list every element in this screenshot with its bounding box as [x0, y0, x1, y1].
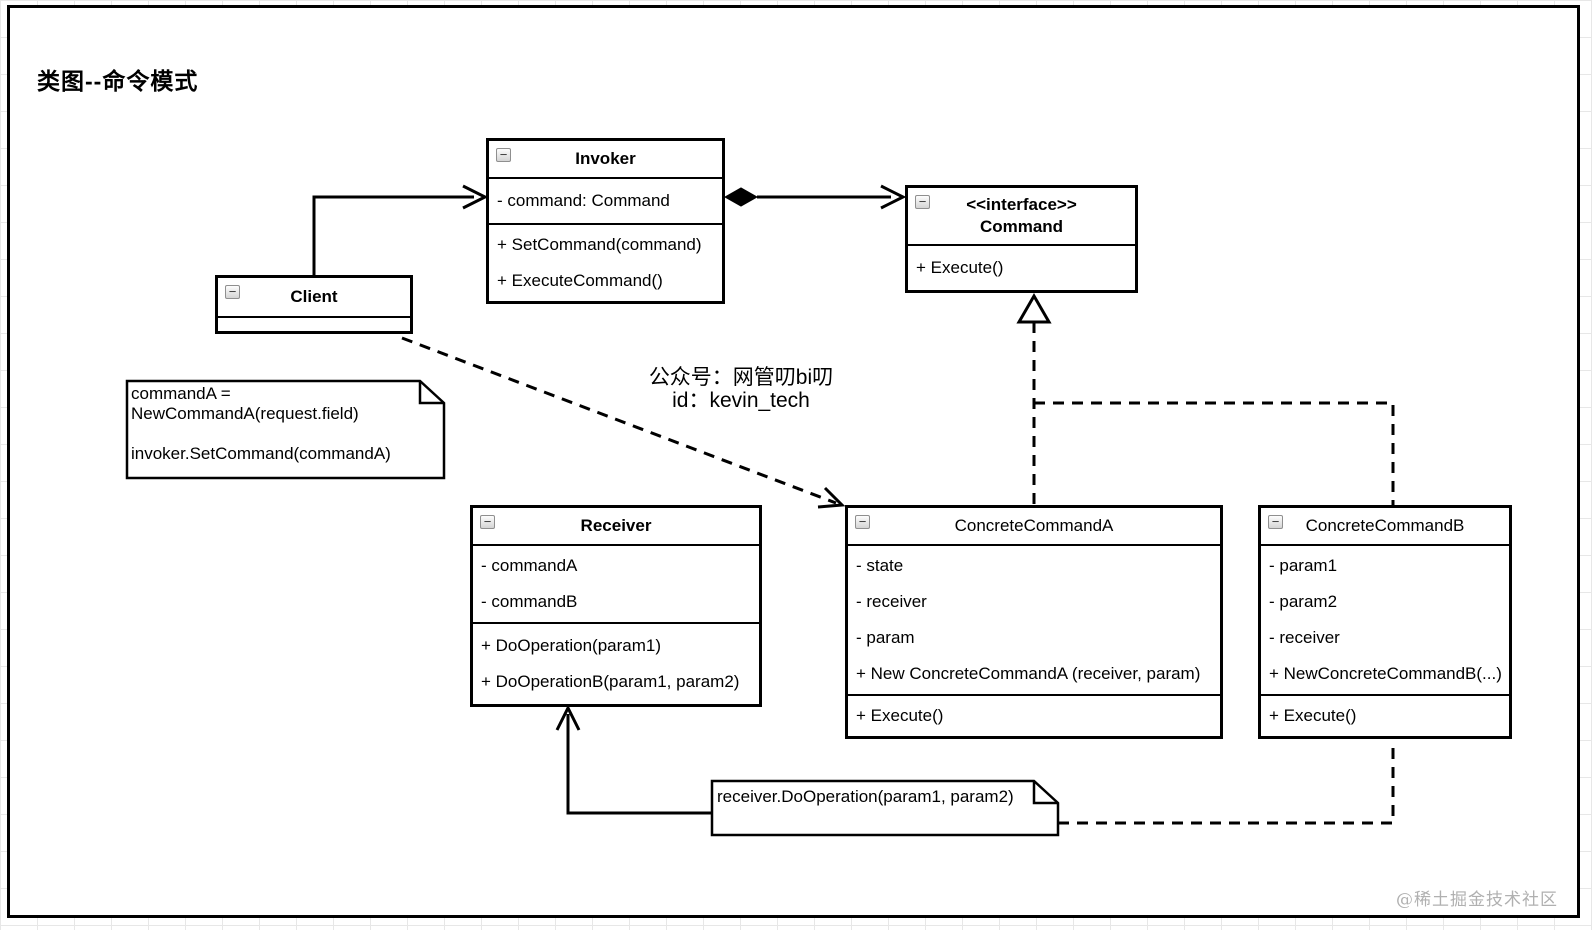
- class-name: Client: [290, 287, 338, 306]
- method-row: + Execute(): [856, 706, 944, 725]
- collapse-icon: −: [496, 148, 511, 162]
- note-line: NewCommandA(request.field): [131, 404, 359, 423]
- class-header-client: − Client: [218, 278, 410, 316]
- empty-compartment: [218, 316, 410, 331]
- class-header-invoker: − Invoker: [489, 141, 722, 177]
- method-row: + Execute(): [916, 258, 1004, 277]
- note-receiver-text: receiver.DoOperation(param1, param2): [717, 787, 1052, 807]
- method-row: + DoOperation(param1): [481, 636, 662, 655]
- attributes-section: - state - receiver - param + New Concret…: [848, 544, 1220, 694]
- class-stereotype: <<interface>>: [966, 195, 1077, 214]
- wechat-annotation: 公众号：网管叨bi叨 id：kevin_tech: [616, 366, 866, 412]
- attributes-section: - commandA - commandB: [473, 544, 759, 622]
- class-box-concretecommanda: − ConcreteCommandA - state - receiver - …: [845, 505, 1223, 739]
- class-box-concretecommandb: − ConcreteCommandB - param1 - param2 - r…: [1258, 505, 1512, 739]
- collapse-icon: −: [1268, 515, 1283, 529]
- attribute-row: - param2: [1269, 592, 1338, 611]
- note-client-text: commandA = NewCommandA(request.field) in…: [131, 384, 436, 464]
- method-row: + SetCommand(command): [497, 235, 702, 254]
- methods-section: + DoOperation(param1) + DoOperationB(par…: [473, 622, 759, 704]
- class-name: ConcreteCommandA: [954, 516, 1114, 535]
- methods-section: + Execute(): [908, 244, 1135, 290]
- annotation-line1: 公众号：网管叨bi叨: [648, 366, 834, 389]
- method-row: + Execute(): [1269, 706, 1357, 725]
- note-line: receiver.DoOperation(param1, param2): [717, 787, 1014, 806]
- methods-section: + SetCommand(command) + ExecuteCommand(): [489, 223, 722, 301]
- annotation-line2: id：kevin_tech: [672, 389, 810, 412]
- note-line: invoker.SetCommand(commandA): [131, 444, 391, 463]
- collapse-icon: −: [915, 195, 930, 209]
- attribute-row: - receiver: [856, 592, 927, 611]
- class-box-invoker: − Invoker - command: Command + SetComman…: [486, 138, 725, 304]
- method-row: + DoOperationB(param1, param2): [481, 672, 740, 691]
- method-row: + ExecuteCommand(): [497, 271, 663, 290]
- class-header-receiver: − Receiver: [473, 508, 759, 544]
- attribute-row: - state: [856, 556, 904, 575]
- attributes-section: - command: Command: [489, 177, 722, 223]
- watermark: @稀土掘金技术社区: [1396, 890, 1558, 910]
- attribute-row: - commandA: [481, 556, 578, 575]
- class-name: Command: [979, 217, 1064, 236]
- note-line: [131, 424, 436, 444]
- class-box-client: − Client: [215, 275, 413, 334]
- class-name: ConcreteCommandB: [1305, 516, 1465, 535]
- class-name: Invoker: [575, 149, 636, 168]
- attribute-row: - command: Command: [497, 191, 670, 210]
- methods-section: + Execute(): [1261, 694, 1509, 736]
- diagram-title: 类图--命令模式: [37, 68, 199, 94]
- class-name: Receiver: [580, 516, 652, 535]
- attribute-row: - receiver: [1269, 628, 1340, 647]
- class-box-receiver: − Receiver - commandA - commandB + DoOpe…: [470, 505, 762, 707]
- collapse-icon: −: [855, 515, 870, 529]
- attribute-row: - param: [856, 628, 915, 647]
- attribute-row: + New ConcreteCommandA (receiver, param): [856, 664, 1201, 683]
- attributes-section: - param1 - param2 - receiver + NewConcre…: [1261, 544, 1509, 694]
- class-header-concretecommanda: − ConcreteCommandA: [848, 508, 1220, 544]
- attribute-row: + NewConcreteCommandB(...): [1269, 664, 1502, 683]
- class-header-command: − <<interface>> Command: [908, 188, 1135, 244]
- collapse-icon: −: [480, 515, 495, 529]
- attribute-row: - commandB: [481, 592, 578, 611]
- attribute-row: - param1: [1269, 556, 1338, 575]
- methods-section: + Execute(): [848, 694, 1220, 736]
- class-header-concretecommandb: − ConcreteCommandB: [1261, 508, 1509, 544]
- note-line: commandA =: [131, 384, 231, 403]
- class-box-command: − <<interface>> Command + Execute(): [905, 185, 1138, 293]
- collapse-icon: −: [225, 285, 240, 299]
